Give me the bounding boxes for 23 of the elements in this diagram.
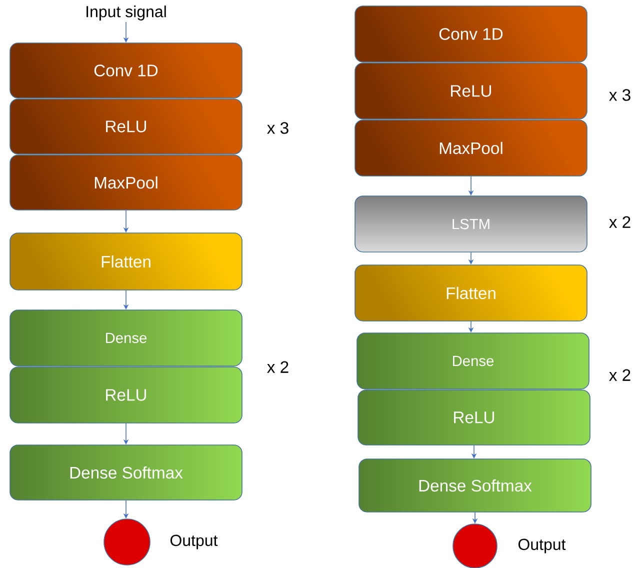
- layer-box: MaxPool: [354, 120, 588, 176]
- layer-box: Dense: [10, 310, 242, 366]
- input-label: Input signal: [86, 6, 166, 20]
- layer-box: Dense: [356, 332, 590, 390]
- layer-box: ReLU: [358, 390, 590, 446]
- layer-box: Conv 1D: [354, 6, 588, 62]
- layer-box: Flatten: [10, 232, 242, 290]
- layer-box: ReLU: [10, 98, 242, 154]
- repeat-label: x 3: [609, 89, 630, 101]
- layer-box: Conv 1D: [10, 42, 242, 98]
- layer-box: LSTM: [354, 196, 588, 252]
- output-label: Output: [518, 538, 566, 554]
- repeat-label: x 3: [267, 122, 288, 134]
- layer-box: MaxPool: [10, 154, 242, 210]
- output-label: Output: [170, 534, 218, 550]
- layer-box: ReLU: [354, 62, 588, 120]
- layer-box: Dense Softmax: [10, 444, 242, 500]
- layer-box: Dense Softmax: [358, 458, 592, 512]
- layer-box: ReLU: [10, 366, 242, 424]
- repeat-label: x 2: [267, 361, 288, 373]
- layer-box: Flatten: [354, 264, 588, 322]
- repeat-label: x 2: [609, 216, 630, 228]
- repeat-label: x 2: [609, 369, 630, 381]
